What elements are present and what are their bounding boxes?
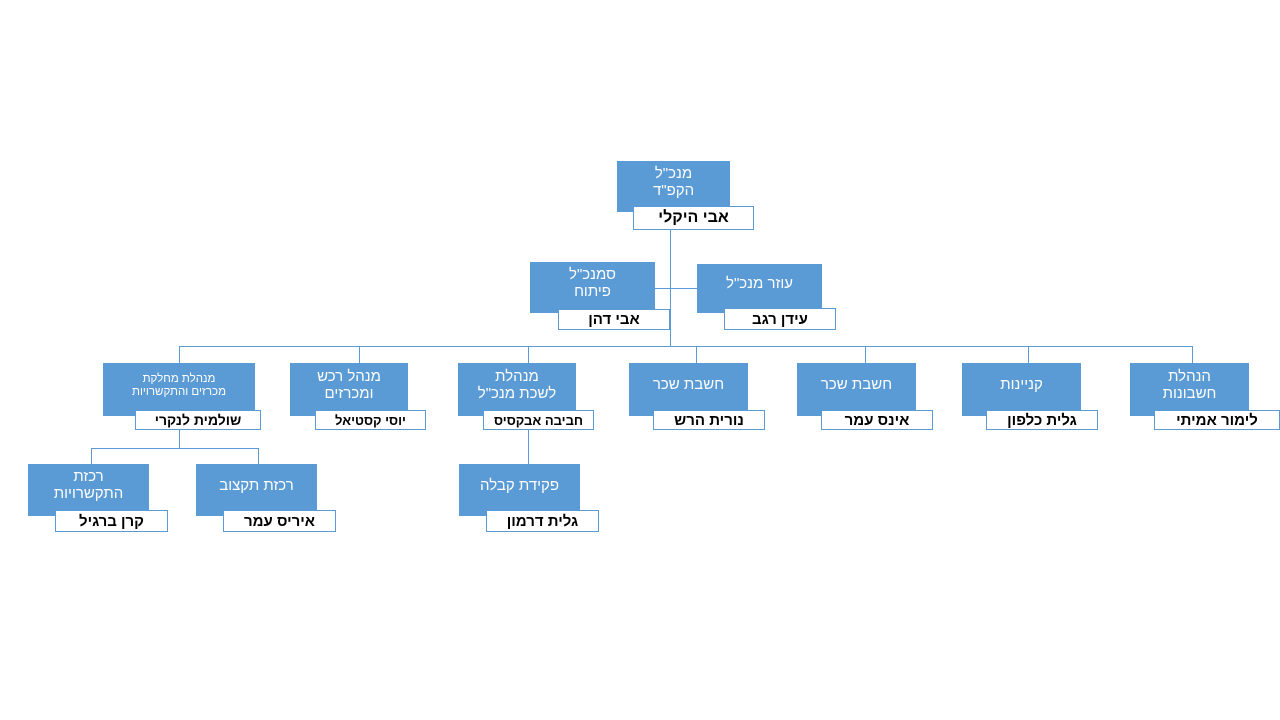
node-receipts-clerk-title: פקידת קבלה xyxy=(459,464,580,516)
connector-drop-ceo-office xyxy=(528,346,529,363)
node-assistant-ceo-name: עידן רגב xyxy=(724,308,836,330)
node-accounting-mgmt[interactable]: הנהלת חשבונות לימור אמיתי xyxy=(1130,363,1280,430)
node-budget-coordinator[interactable]: רכזת תקצוב איריס עמר xyxy=(196,464,336,532)
node-assistant-ceo[interactable]: עוזר מנכ"ל עידן רגב xyxy=(697,264,836,330)
node-deputy-dev-title: סמנכ"ל פיתוח xyxy=(530,262,655,313)
node-accounting-mgmt-title: הנהלת חשבונות xyxy=(1130,363,1249,416)
node-budget-coordinator-title: רכזת תקצוב xyxy=(196,464,317,516)
connector-drop-procurement xyxy=(359,346,360,363)
node-accounting-mgmt-name: לימור אמיתי xyxy=(1154,410,1280,430)
node-assistant-ceo-title: עוזר מנכ"ל xyxy=(697,264,822,313)
node-ceo-name: אבי היקלי xyxy=(633,206,754,230)
node-comm-coordinator[interactable]: רכזת התקשרויות קרן ברגיל xyxy=(28,464,168,532)
node-deputy-dev[interactable]: סמנכ"ל פיתוח אבי דהן xyxy=(530,262,670,330)
node-comm-coordinator-name: קרן ברגיל xyxy=(55,510,168,532)
node-payroll-2-name: אינס עמר xyxy=(821,410,933,430)
connector-level3-bus xyxy=(179,346,1193,347)
node-budget-coordinator-name: איריס עמר xyxy=(223,510,336,532)
connector-drop-accounting xyxy=(1192,346,1193,363)
node-comm-coordinator-title: רכזת התקשרויות xyxy=(28,464,149,516)
node-receipts-clerk[interactable]: פקידת קבלה גלית דרמון xyxy=(459,464,599,532)
node-payroll-1[interactable]: חשבת שכר נורית הרש xyxy=(629,363,765,430)
node-payroll-1-name: נורית הרש xyxy=(653,410,765,430)
connector-drop-payroll-2 xyxy=(865,346,866,363)
node-tenders-dept-name: שולמית לנקרי xyxy=(135,410,261,430)
node-ceo-office[interactable]: מנהלת לשכת מנכ"ל חביבה אבקסיס xyxy=(458,363,594,430)
connector-level4-bus-tenders xyxy=(91,448,258,449)
node-procurement-title: מנהל רכש ומכרזים xyxy=(290,363,408,416)
node-payroll-2-title: חשבת שכר xyxy=(797,363,916,416)
node-ceo-title: מנכ"ל הקפ"ד xyxy=(617,161,730,212)
node-payroll-1-title: חשבת שכר xyxy=(629,363,748,416)
node-receipts-clerk-name: גלית דרמון xyxy=(486,510,599,532)
node-tenders-dept-title: מנהלת מחלקת מכרזים והתקשרויות xyxy=(103,363,255,416)
connector-drop-payroll-1 xyxy=(696,346,697,363)
node-ceo-office-name: חביבה אבקסיס xyxy=(483,410,594,430)
connector-deputy-dev xyxy=(655,288,671,289)
node-procurement[interactable]: מנהל רכש ומכרזים יוסי קסטיאל xyxy=(290,363,426,430)
connector-tenders-down xyxy=(179,430,180,448)
node-purchasing-name: גלית כלפון xyxy=(986,410,1098,430)
connector-drop-budget-coordinator xyxy=(258,448,259,464)
node-purchasing-title: קניינות xyxy=(962,363,1081,416)
node-payroll-2[interactable]: חשבת שכר אינס עמר xyxy=(797,363,933,430)
node-deputy-dev-name: אבי דהן xyxy=(558,309,670,330)
node-tenders-dept[interactable]: מנהלת מחלקת מכרזים והתקשרויות שולמית לנק… xyxy=(103,363,261,430)
connector-ceo-office-down xyxy=(528,430,529,464)
node-purchasing[interactable]: קניינות גלית כלפון xyxy=(962,363,1098,430)
node-ceo[interactable]: מנכ"ל הקפ"ד אבי היקלי xyxy=(617,161,754,230)
node-ceo-office-title: מנהלת לשכת מנכ"ל xyxy=(458,363,576,416)
connector-drop-tenders xyxy=(179,346,180,363)
node-procurement-name: יוסי קסטיאל xyxy=(315,410,426,430)
connector-drop-comm-coordinator xyxy=(91,448,92,464)
connector-drop-purchasing xyxy=(1028,346,1029,363)
connector-assistant-ceo xyxy=(670,288,698,289)
